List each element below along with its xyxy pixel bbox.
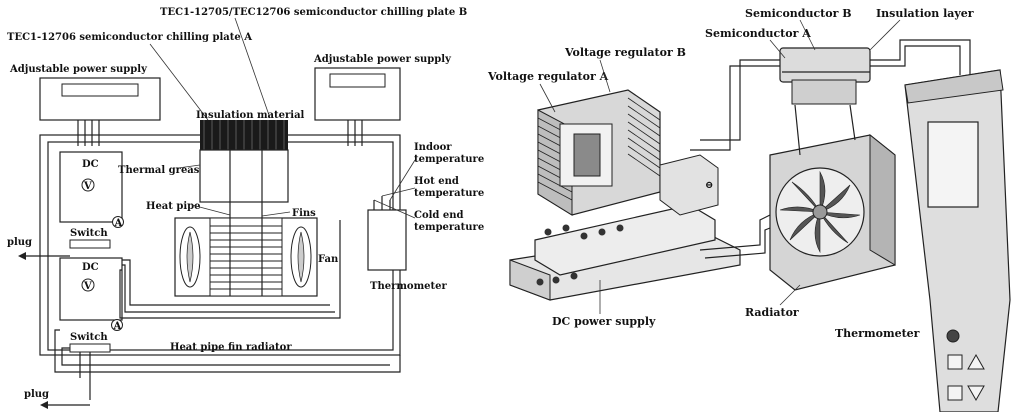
thermometer-left <box>367 209 407 271</box>
plate-b-label: TEC1-12705/TEC12706 semiconductor chilli… <box>160 7 467 18</box>
semiconductor-module <box>779 47 871 83</box>
voltage-a-label: Voltage regulator A <box>487 70 609 83</box>
thermometer-label-right: Thermometer <box>835 327 920 340</box>
volt-meter-top: V <box>83 181 92 192</box>
plate-a-label: TEC1-12706 semiconductor chilling plate … <box>7 32 252 43</box>
semi-b-label: Semiconductor B <box>745 7 852 20</box>
hot-end-label-2: temperature <box>414 188 484 199</box>
dc-top-label: DC <box>82 159 99 170</box>
hot-end-label: Hot end <box>414 176 459 187</box>
psu-left-label: Adjustable power supply <box>9 64 148 75</box>
cold-end-label-2: temperature <box>414 222 484 233</box>
amp-meter-bottom: A <box>113 321 122 332</box>
amp-meter-top: A <box>114 218 123 229</box>
fan-label: Fan <box>318 254 339 265</box>
dc-bottom-label: DC <box>82 262 99 273</box>
volt-meter-bottom: V <box>83 281 92 292</box>
radiator-label: Heat pipe fin radiator <box>170 342 292 353</box>
plug-bottom-label: plug <box>24 389 49 400</box>
dc-supply-label: DC power supply <box>552 315 656 328</box>
switch-bottom-label: Switch <box>70 332 108 343</box>
plug-top-label: plug <box>7 237 32 248</box>
indoor-label: Indoor <box>414 142 452 153</box>
psu-right <box>314 67 401 121</box>
indoor-label-2: temperature <box>414 154 484 165</box>
voltage-b-label: Voltage regulator B <box>564 46 686 59</box>
insulation-label: Insulation material <box>196 110 305 121</box>
fins-label: Fins <box>292 208 316 219</box>
radiator-label-right: Radiator <box>745 306 799 319</box>
svg-text:⊖: ⊖ <box>705 180 713 191</box>
semi-a-label: Semiconductor A <box>705 27 811 40</box>
switch-top-label: Switch <box>70 228 108 239</box>
heat-block <box>199 149 289 203</box>
cold-end-label: Cold end <box>414 210 464 221</box>
left-schematic: TEC1-12705/TEC12706 semiconductor chilli… <box>7 7 484 409</box>
heat-pipe-label: Heat pipe <box>146 201 201 212</box>
thermal-grease-label: Thermal grease <box>118 165 206 176</box>
psu-right-label: Adjustable power supply <box>313 54 452 65</box>
right-illustration: Voltage regulator B Voltage regulator A … <box>487 7 1011 412</box>
insulation-layer-label: Insulation layer <box>876 7 974 20</box>
thermometer-label-left: Thermometer <box>370 281 448 292</box>
